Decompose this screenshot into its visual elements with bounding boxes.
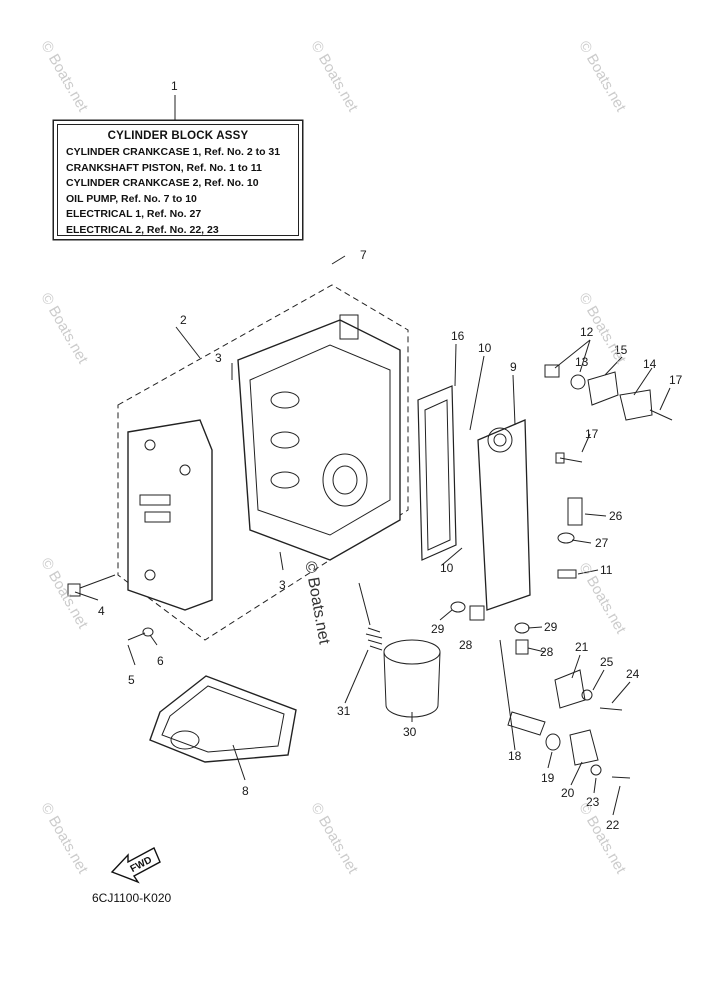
part-code: 6CJ1100-K020 (92, 891, 172, 905)
callout-9: 9 (510, 360, 517, 374)
legend-line: CYLINDER CRANKCASE 2, Ref. No. 10 (66, 177, 259, 189)
callout-2: 2 (180, 313, 187, 327)
fwd-arrow-icon: FWD (110, 847, 161, 884)
callout-16: 16 (451, 329, 465, 343)
callout-12: 12 (580, 325, 594, 339)
callout-4: 4 (98, 604, 105, 618)
callout-8: 8 (242, 784, 249, 798)
callout-18: 18 (508, 749, 522, 763)
callout-25: 25 (600, 655, 614, 669)
callout-28a: 28 (459, 638, 473, 652)
callout-15: 15 (614, 343, 628, 357)
callout-10b: 10 (440, 561, 454, 575)
legend-line: ELECTRICAL 2, Ref. No. 22, 23 (66, 223, 219, 236)
callout-5: 5 (128, 673, 135, 687)
callout-14: 14 (643, 357, 657, 371)
assembly-legend: CYLINDER BLOCK ASSY CYLINDER CRANKCASE 1… (57, 124, 299, 236)
callout-22: 22 (606, 818, 620, 832)
callout-3b: 3 (279, 578, 286, 592)
callout-21: 21 (575, 640, 589, 654)
callout-31: 31 (337, 704, 351, 718)
callout-17b: 17 (585, 427, 599, 441)
callout-7: 7 (360, 248, 367, 262)
legend-line: CRANKSHAFT PISTON, Ref. No. 1 to 11 (66, 161, 262, 174)
callout-6: 6 (157, 654, 164, 668)
callout-3a: 3 (215, 351, 222, 365)
callout-24: 24 (626, 667, 640, 681)
callout-27: 27 (595, 536, 609, 550)
callout-19: 19 (541, 771, 555, 785)
callout-29b: 29 (544, 620, 558, 634)
legend-line: OIL PUMP, Ref. No. 7 to 10 (66, 192, 197, 205)
callout-23: 23 (586, 795, 600, 809)
callout-29a: 29 (431, 622, 445, 636)
callout-11: 11 (600, 563, 613, 577)
callout-1: 1 (171, 79, 178, 93)
callout-28b: 28 (540, 645, 554, 659)
callout-20: 20 (561, 786, 575, 800)
callout-17a: 17 (669, 373, 683, 387)
legend-line: CYLINDER CRANKCASE 1, Ref. No. 2 to 31 (66, 146, 281, 158)
legend-title: CYLINDER BLOCK ASSY (107, 130, 249, 142)
callout-10a: 10 (478, 341, 492, 355)
legend-line: ELECTRICAL 1, Ref. No. 27 (66, 208, 202, 220)
callout-13: 13 (575, 355, 589, 369)
callout-26: 26 (609, 509, 623, 523)
callout-30: 30 (403, 725, 417, 739)
